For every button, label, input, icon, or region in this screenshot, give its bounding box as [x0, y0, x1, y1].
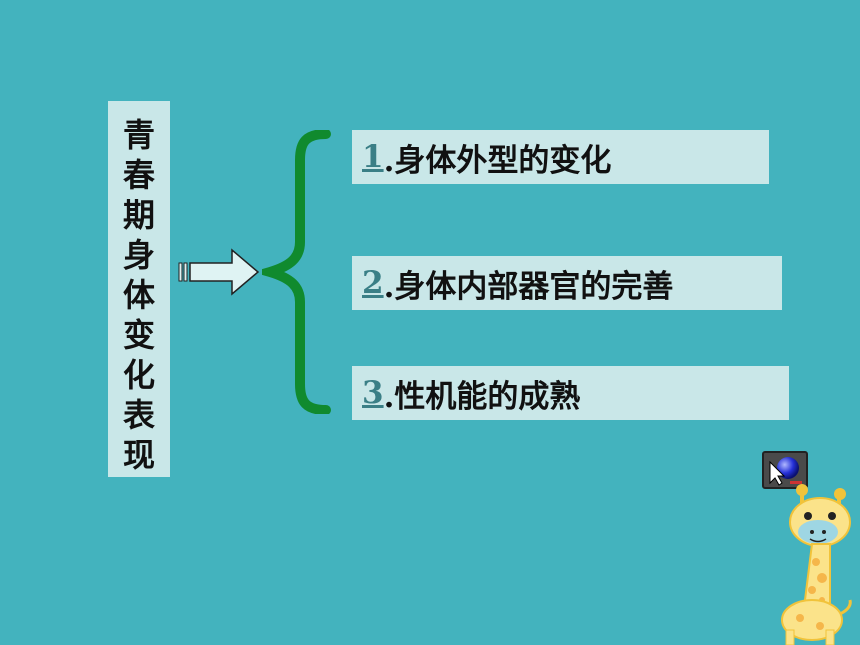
title-char: 青 [122, 116, 155, 154]
title-char: 化 [122, 356, 155, 394]
title-char: 体 [122, 276, 155, 314]
item-text: .性机能的成熟 [383, 378, 581, 415]
title-char: 期 [122, 196, 155, 234]
curly-brace-icon [262, 130, 331, 414]
right-arrow-icon [178, 248, 260, 296]
title-char: 表 [122, 396, 155, 434]
item-link[interactable]: 3 [362, 375, 384, 411]
list-item: 2 .身体内部器官的完善 [352, 256, 782, 310]
list-item: 3 .性机能的成熟 [352, 366, 789, 420]
item-link[interactable]: 2 [362, 265, 384, 301]
list-item: 1 .身体外型的变化 [352, 130, 769, 184]
item-link[interactable]: 1 [362, 139, 384, 175]
action-button-icon [769, 457, 802, 486]
vertical-title-box: 青 春 期 身 体 变 化 表 现 [108, 101, 170, 477]
title-char: 现 [122, 436, 155, 474]
title-char: 变 [122, 316, 155, 354]
action-button[interactable] [762, 451, 808, 489]
title-char: 身 [122, 236, 155, 274]
item-text: .身体内部器官的完善 [383, 268, 674, 305]
title-char: 春 [122, 156, 155, 194]
item-text: .身体外型的变化 [383, 142, 612, 179]
giraffe-icon [781, 484, 852, 645]
